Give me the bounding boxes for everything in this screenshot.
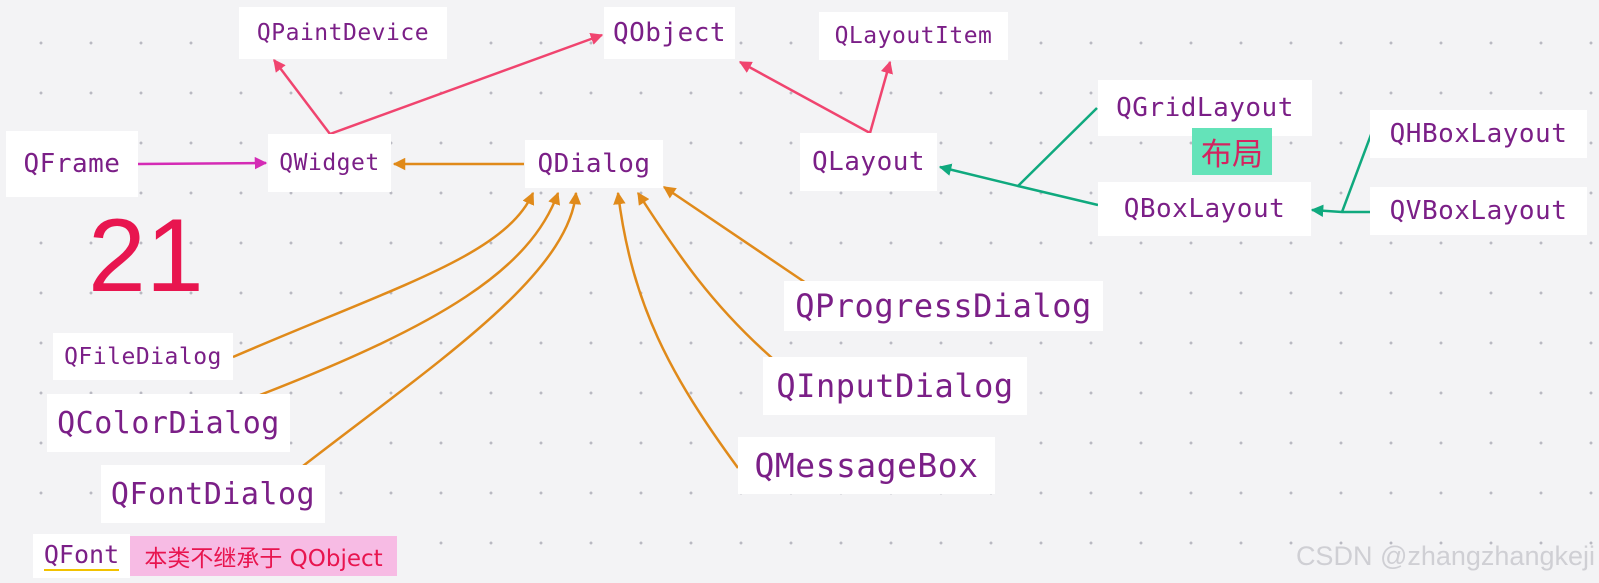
node-qlayout: QLayout (800, 133, 937, 191)
node-qframe: QFrame (6, 131, 138, 197)
node-qprogressdialog: QProgressDialog (784, 281, 1103, 331)
edge-qfiledialog-qdialog (232, 191, 535, 359)
node-qhboxlayout: QHBoxLayout (1370, 110, 1587, 158)
node-qlayoutitem: QLayoutItem (819, 12, 1008, 60)
node-qdialog: QDialog (525, 140, 663, 188)
edge-qprogressdialog-qdialog (662, 185, 807, 285)
node-qvboxlayout: QVBoxLayout (1370, 187, 1587, 235)
node-qfontdialog: QFontDialog (101, 465, 325, 523)
node-qinputdialog: QInputDialog (763, 357, 1027, 415)
watermark: CSDN @zhangzhangkeji (1295, 541, 1595, 571)
node-qfiledialog: QFileDialog (53, 333, 233, 380)
node-qobject: QObject (604, 7, 735, 59)
edge-qinputdialog-qdialog (636, 191, 773, 359)
edge-qcolordialog-qdialog (259, 191, 561, 397)
edge-qboxlayout-qlayout (938, 163, 1099, 207)
edge-qlayout-qobject (738, 60, 871, 135)
qfont-note: 本类不继承于 QObject (130, 536, 397, 576)
edge-qwidget-qpaintdevice (273, 59, 331, 135)
layout-tag: 布局 (1192, 128, 1272, 175)
edge-qframe-qwidget (137, 156, 268, 170)
node-qgridlayout: QGridLayout (1098, 80, 1312, 136)
node-qcolordialog: QColorDialog (47, 394, 290, 452)
node-qboxlayout: QBoxLayout (1098, 182, 1311, 236)
edge-qgridlayout-join (1017, 107, 1098, 187)
edge-qhboxlayout-join (1340, 131, 1374, 213)
edge-qlayout-qlayoutitem (868, 60, 893, 134)
edge-qwidget-qobject (329, 32, 604, 136)
node-qmessagebox: QMessageBox (738, 437, 995, 494)
qfont-label: QFont (43, 540, 120, 571)
edge-qfontdialog-qdialog (302, 191, 582, 467)
count-label: 21 (88, 198, 204, 314)
node-qpaintdevice: QPaintDevice (239, 7, 447, 59)
edge-qmessagebox-qdialog (613, 191, 740, 469)
node-qwidget: QWidget (268, 134, 391, 192)
edge-qvboxlayout-qboxlayout (1310, 204, 1370, 217)
node-qfont: QFont (33, 534, 130, 578)
